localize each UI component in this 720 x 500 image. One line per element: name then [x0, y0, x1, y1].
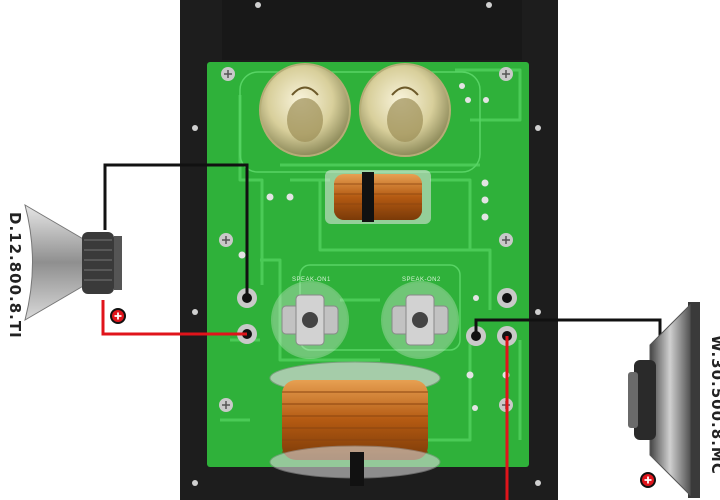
pcb-screws: [219, 67, 513, 412]
tweeter-wires: [101, 163, 249, 336]
bulb-left: [259, 63, 351, 157]
tweeter-label: D.12.800.8.TI: [6, 212, 24, 339]
woofer-speaker: [628, 302, 700, 498]
speakon-1: [271, 281, 349, 359]
large-inductor: [269, 361, 441, 486]
tweeter-horn: [24, 203, 122, 322]
small-inductor: [325, 170, 431, 224]
speakon-2: [381, 281, 459, 359]
silk-speakon2: SPEAK-ON2: [402, 277, 441, 283]
panel-screws: [192, 2, 541, 486]
woofer-plus-icon: [640, 472, 656, 488]
silk-speakon1: SPEAK-ON1: [292, 277, 331, 283]
woofer-label: W.30.500.8.MC: [708, 335, 720, 475]
panel-recess: [222, 0, 522, 60]
tweeter-plus-icon: [110, 308, 126, 324]
bulb-right: [359, 63, 451, 157]
